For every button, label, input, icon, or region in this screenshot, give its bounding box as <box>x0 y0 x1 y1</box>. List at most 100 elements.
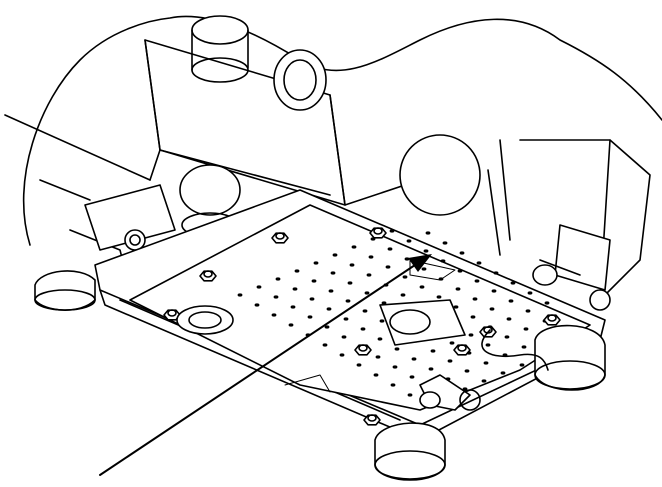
perforation-hole <box>324 325 330 329</box>
foot-bottom <box>374 422 446 481</box>
perforation-hole <box>356 363 362 367</box>
perforation-hole <box>330 271 336 275</box>
perforation-hole <box>271 313 277 317</box>
perforation-hole <box>493 271 499 275</box>
gasket-ring-center <box>379 299 466 346</box>
perforation-hole <box>453 305 459 309</box>
perforation-hole <box>425 231 431 235</box>
perforation-hole <box>322 343 328 347</box>
perforation-hole <box>294 269 300 273</box>
perforation-hole <box>449 341 455 345</box>
perforation-hole <box>474 279 480 283</box>
perforation-hole <box>409 375 415 379</box>
hex-nut <box>369 227 387 239</box>
perforation-hole <box>390 383 396 387</box>
perforation-hole <box>400 293 406 297</box>
perforation-hole <box>521 345 527 349</box>
perforation-hole <box>436 295 442 299</box>
perforation-hole <box>311 279 317 283</box>
perforation-hole <box>368 255 374 259</box>
top-cylinder-right <box>273 49 327 111</box>
perforation-hole <box>379 319 385 323</box>
perforation-hole <box>544 301 550 305</box>
perforation-hole <box>438 277 444 281</box>
perforation-hole <box>389 229 395 233</box>
hex-nut <box>354 344 372 356</box>
perforation-hole <box>256 285 262 289</box>
perforation-hole <box>455 287 461 291</box>
perforation-hole <box>510 281 516 285</box>
perforation-hole <box>326 307 332 311</box>
perforation-hole <box>273 295 279 299</box>
perforation-hole <box>411 357 417 361</box>
perforation-hole <box>237 293 243 297</box>
hex-nut <box>363 414 381 426</box>
perforation-hole <box>349 263 355 267</box>
perforation-hole <box>462 387 468 391</box>
arrow-pointer-icon <box>99 254 432 476</box>
perforation-hole <box>421 267 427 271</box>
perforation-hole <box>328 289 334 293</box>
perforation-hole <box>483 361 489 365</box>
perforation-hole <box>506 317 512 321</box>
perforation-hole <box>402 275 408 279</box>
perforation-hole <box>527 291 533 295</box>
perforation-hole <box>381 301 387 305</box>
perforation-hole <box>385 265 391 269</box>
perforation-hole <box>472 297 478 301</box>
perforation-hole <box>440 259 446 263</box>
foot-left <box>34 270 96 311</box>
perforation-hole <box>423 249 429 253</box>
perforation-hole <box>404 257 410 261</box>
perforation-hole <box>373 373 379 377</box>
right-section <box>399 134 651 301</box>
perforation-hole <box>485 343 491 347</box>
perforation-hole <box>366 273 372 277</box>
wire <box>481 329 549 371</box>
perforation-hole <box>377 337 383 341</box>
perforation-hole <box>309 297 315 301</box>
hex-nut <box>543 314 561 326</box>
gasket-ring-left <box>176 305 234 335</box>
perforation-hole <box>489 307 495 311</box>
hex-nut <box>199 270 217 282</box>
elbow-fitting <box>419 374 481 411</box>
perforation-hole <box>491 289 497 293</box>
perforation-hole <box>254 303 260 307</box>
perforation-hole <box>347 281 353 285</box>
perforation-hole <box>407 393 413 397</box>
right-solenoid <box>532 224 611 311</box>
perforation-hole <box>394 347 400 351</box>
perforation-hole <box>523 327 529 331</box>
perforation-hole <box>481 379 487 383</box>
perforation-hole <box>341 335 347 339</box>
perforation-hole <box>504 335 510 339</box>
perforation-hole <box>332 253 338 257</box>
top-cylinder-left <box>191 15 249 83</box>
perforation-hole <box>508 299 514 303</box>
perforation-hole <box>345 299 351 303</box>
perforation-hole <box>525 309 531 313</box>
perforation-hole <box>406 239 412 243</box>
perforation-hole <box>464 369 470 373</box>
perforation-hole <box>307 315 313 319</box>
perforation-hole <box>343 317 349 321</box>
perforation-hole <box>476 261 482 265</box>
hex-nut <box>271 232 289 244</box>
perforation-hole <box>292 287 298 291</box>
perforation-hole <box>364 291 370 295</box>
perforation-hole <box>457 269 463 273</box>
perforation-hole <box>459 251 465 255</box>
hex-nut <box>163 309 181 321</box>
perforation-hole <box>442 241 448 245</box>
foot-right <box>534 324 606 391</box>
perforation-hole <box>351 245 357 249</box>
perforation-hole <box>419 285 425 289</box>
perforation-hole <box>430 349 436 353</box>
perforation-hole <box>290 305 296 309</box>
upper-housing <box>144 39 421 206</box>
perforation-hole <box>387 247 393 251</box>
perforation-hole <box>392 365 398 369</box>
